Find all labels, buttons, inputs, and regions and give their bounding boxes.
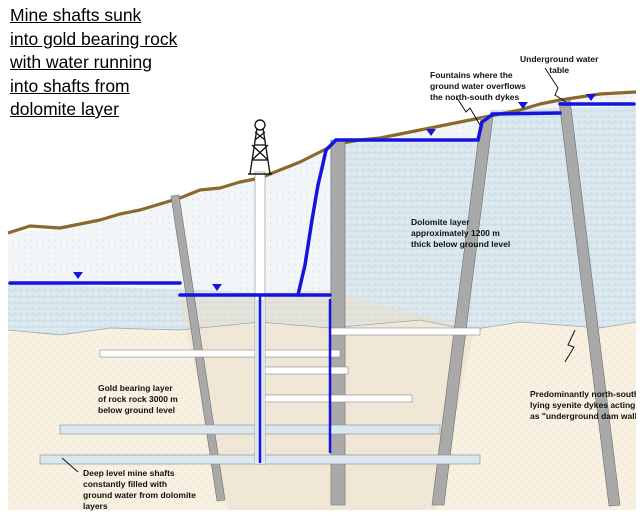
label-gold-bearing-layer: Gold bearing layer of rock rock 3000 m b…: [98, 383, 178, 416]
title-line: into gold bearing rock: [10, 28, 220, 52]
tunnel-level-1: [330, 328, 480, 335]
title-line: dolomite layer: [10, 98, 220, 122]
title-line: Mine shafts sunk: [10, 4, 220, 28]
tunnel-level-2: [100, 350, 340, 357]
label-dolomite-layer: Dolomite layer approximately 1200 m thic…: [411, 217, 510, 250]
label-fountains: Fountains where the ground water overflo…: [430, 70, 526, 103]
label-underground-water-table: Underground water table: [520, 54, 598, 76]
headframe-icon: [248, 120, 272, 174]
label-syenite-dykes: Predominantly north-south lying syenite …: [530, 389, 636, 422]
tunnel-level-4: [262, 395, 412, 402]
diagram-title: Mine shafts sunk into gold bearing rock …: [10, 4, 220, 122]
label-deep-level-shafts: Deep level mine shafts constantly filled…: [83, 468, 196, 512]
tunnel-level-3: [260, 367, 348, 374]
title-line: into shafts from: [10, 75, 220, 99]
title-line: with water running: [10, 51, 220, 75]
syenite-dyke-middle: [331, 140, 345, 505]
tunnel-level-5-flooded: [60, 425, 440, 434]
